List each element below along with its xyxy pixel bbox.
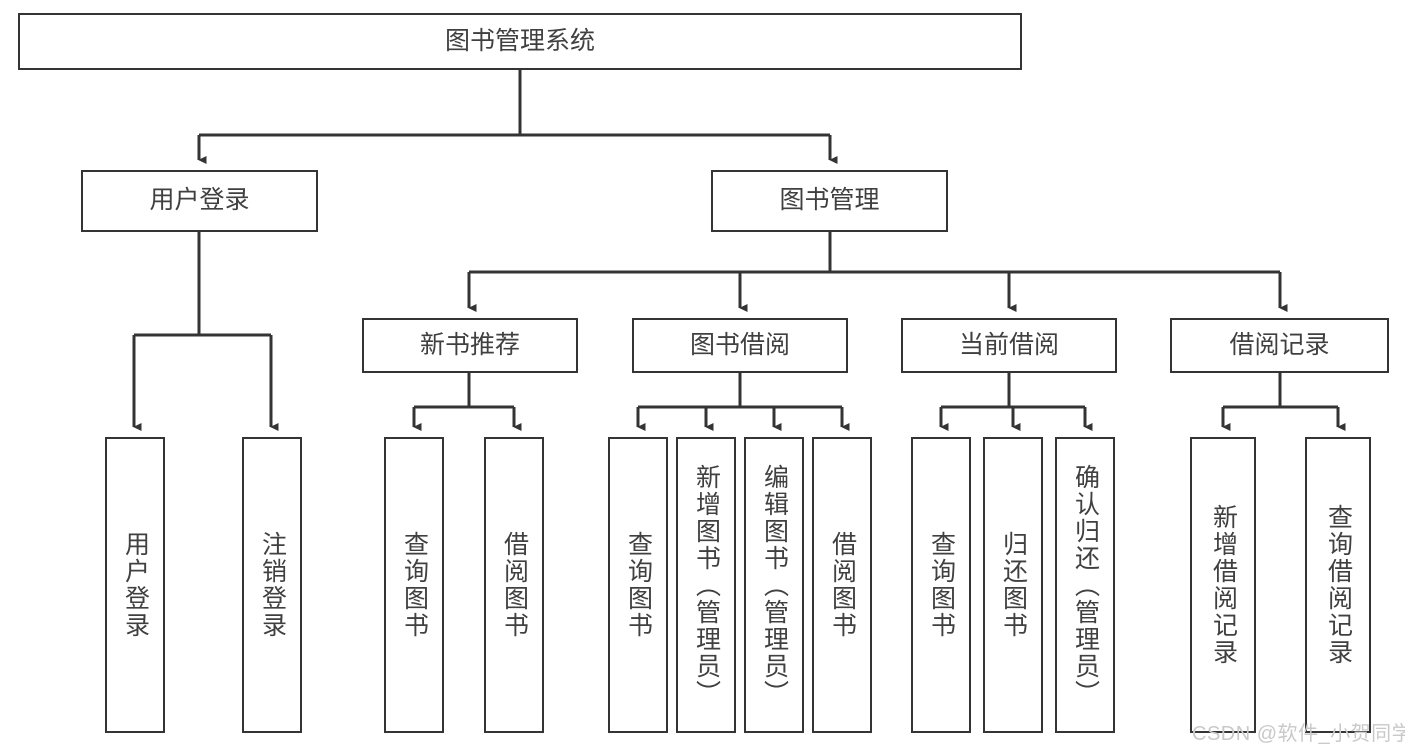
node-leaf-borrow-books[interactable]: 借阅图书 <box>812 437 872 733</box>
node-label: 图书管理 <box>779 186 880 215</box>
node-label: 借阅图书 <box>500 531 529 639</box>
node-new-book-recommend[interactable]: 新书推荐 <box>362 318 578 373</box>
node-leaf-edit-book-admin[interactable]: 编辑图书（管理员） <box>744 437 804 733</box>
node-leaf-confirm-return-admin[interactable]: 确认归还（管理员） <box>1055 437 1115 733</box>
node-label: 用户登录 <box>149 186 250 215</box>
node-book-management[interactable]: 图书管理 <box>711 170 948 232</box>
node-borrow-record[interactable]: 借阅记录 <box>1170 318 1389 373</box>
node-leaf-logout[interactable]: 注销登录 <box>242 437 302 733</box>
node-leaf-query-books-current[interactable]: 查询图书 <box>911 437 971 733</box>
node-label: 用户登录 <box>121 531 150 639</box>
node-leaf-query-books-recommend[interactable]: 查询图书 <box>384 437 444 733</box>
node-book-borrow[interactable]: 图书借阅 <box>632 318 848 373</box>
node-label: 图书管理系统 <box>444 26 595 55</box>
node-label: 归还图书 <box>999 531 1028 639</box>
node-label: 新增图书（管理员） <box>692 463 721 707</box>
node-label: 查询借阅记录 <box>1324 504 1353 666</box>
node-label: 查询图书 <box>624 531 653 639</box>
node-label: 图书借阅 <box>689 330 790 359</box>
node-leaf-query-books-borrow[interactable]: 查询图书 <box>608 437 668 733</box>
node-label: 确认归还（管理员） <box>1071 463 1100 707</box>
node-leaf-query-borrow-record[interactable]: 查询借阅记录 <box>1305 437 1371 733</box>
node-label: 新增借阅记录 <box>1209 504 1238 666</box>
node-leaf-add-borrow-record[interactable]: 新增借阅记录 <box>1190 437 1256 733</box>
node-current-borrow[interactable]: 当前借阅 <box>901 318 1117 373</box>
node-leaf-return-books[interactable]: 归还图书 <box>983 437 1043 733</box>
node-label: 借阅图书 <box>828 531 857 639</box>
node-label: 查询图书 <box>927 531 956 639</box>
node-label: 借阅记录 <box>1229 330 1330 359</box>
node-leaf-borrow-books-recommend[interactable]: 借阅图书 <box>484 437 544 733</box>
node-leaf-add-book-admin[interactable]: 新增图书（管理员） <box>676 437 736 733</box>
node-label: 当前借阅 <box>958 330 1059 359</box>
node-label: 查询图书 <box>400 531 429 639</box>
node-leaf-user-login[interactable]: 用户登录 <box>105 437 165 733</box>
csdn-watermark: CSDN @软件_小贺同学 <box>1192 723 1405 745</box>
node-label: 新书推荐 <box>419 330 520 359</box>
node-user-login[interactable]: 用户登录 <box>81 170 318 232</box>
node-label: 注销登录 <box>258 531 287 639</box>
node-label: 编辑图书（管理员） <box>760 463 789 707</box>
node-root-system[interactable]: 图书管理系统 <box>18 13 1022 70</box>
